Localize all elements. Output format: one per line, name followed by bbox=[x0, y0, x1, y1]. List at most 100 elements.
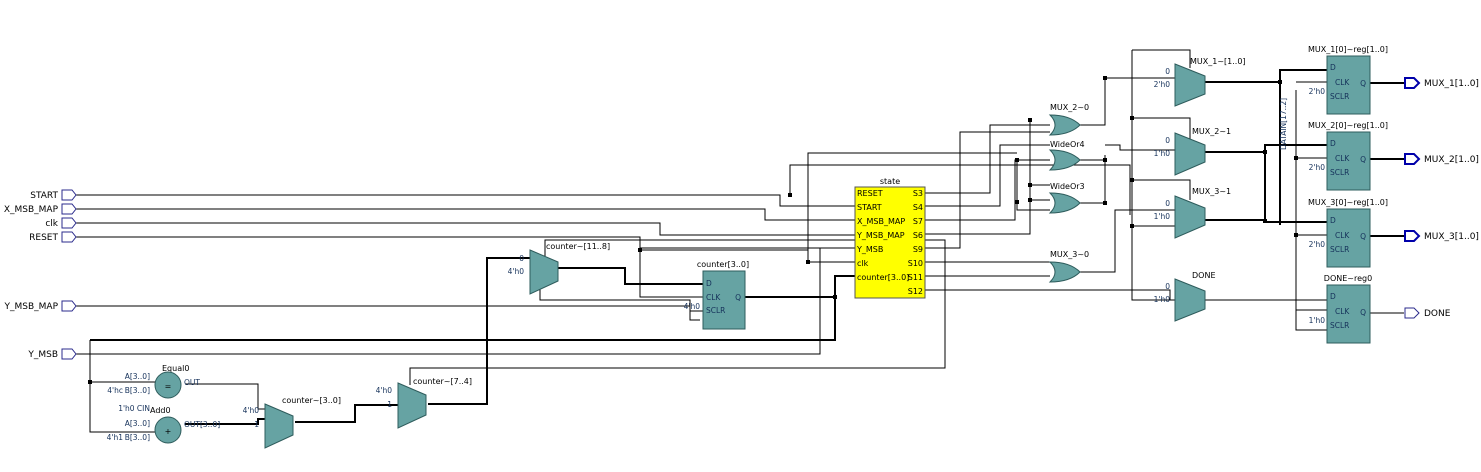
state-port-s4: S4 bbox=[913, 203, 923, 212]
equal0-out: OUT bbox=[184, 378, 200, 387]
add0-a: A[3..0] bbox=[125, 419, 150, 428]
mux2-reg-const: 2'h0 bbox=[1309, 163, 1326, 172]
output-pin-mux1[interactable]: MUX_1[1..0] bbox=[1404, 77, 1479, 89]
mux1-reg-sclr: SCLR bbox=[1330, 92, 1349, 101]
input-pin-x-msb-map[interactable]: X_MSB_MAP bbox=[4, 203, 77, 215]
mux3-in0: 0 bbox=[1165, 199, 1170, 208]
done-mux-label: DONE bbox=[1192, 271, 1216, 280]
equal0-b: B[3..0] bbox=[125, 386, 150, 395]
state-title: state bbox=[880, 177, 900, 186]
mux-3-0-const: 4'h0 bbox=[243, 406, 260, 415]
input-label-start: START bbox=[30, 191, 58, 201]
mux-counter-11-8[interactable]: counter~[11..8] 0 4'h0 bbox=[508, 242, 610, 295]
mux-counter-11-8-label: counter~[11..8] bbox=[546, 242, 610, 251]
mux2-reg-clk: CLK bbox=[1335, 154, 1350, 163]
mux-counter-7-4[interactable]: counter~[7..4] 4'h0 1 bbox=[376, 377, 472, 429]
state-machine-block[interactable]: state RESET START X_MSB_MAP Y_MSB_MAP Y_… bbox=[854, 177, 926, 299]
register-done[interactable]: DONE~reg0 D CLK SCLR Q 1'h0 bbox=[1309, 274, 1373, 344]
state-port-counter: counter[3..0] bbox=[857, 273, 909, 282]
mux-counter-3-0-label: counter~[3..0] bbox=[282, 396, 341, 405]
mux-3-0-in1: 1 bbox=[254, 420, 259, 429]
output-label-mux2: MUX_2[1..0] bbox=[1424, 155, 1479, 165]
add0-out: OUT[3..0] bbox=[184, 420, 220, 429]
mux3-const: 1'h0 bbox=[1154, 212, 1171, 221]
mux2-reg-sclr: SCLR bbox=[1330, 168, 1349, 177]
input-label-x-msb-map: X_MSB_MAP bbox=[4, 205, 59, 215]
output-pin-mux2[interactable]: MUX_2[1..0] bbox=[1404, 153, 1479, 165]
add0-symbol: + bbox=[165, 427, 172, 436]
add0-b: B[3..0] bbox=[125, 433, 150, 442]
input-pin-start[interactable]: START bbox=[30, 189, 77, 201]
mux2-mux-label: MUX_2~1 bbox=[1192, 127, 1231, 136]
junctions bbox=[88, 76, 1298, 384]
counter-reg-clk: CLK bbox=[706, 293, 721, 302]
mux-counter-3-0[interactable]: counter~[3..0] 4'h0 1 bbox=[243, 396, 341, 449]
done-reg-sclr: SCLR bbox=[1330, 321, 1349, 330]
mux1-mux-label: MUX_1~[1..0] bbox=[1190, 57, 1246, 66]
mux-done[interactable]: DONE 0 1'h0 bbox=[1154, 271, 1216, 322]
wideor3-label: WideOr3 bbox=[1050, 182, 1085, 191]
mux3-reg-d: D bbox=[1330, 216, 1336, 225]
output-label-done: DONE bbox=[1424, 309, 1451, 319]
mux1-reg-d: D bbox=[1330, 63, 1336, 72]
mux2-reg-q: Q bbox=[1360, 155, 1366, 164]
register-mux1[interactable]: MUX_1[0]~reg[1..0] D CLK SCLR Q 2'h0 bbox=[1308, 45, 1388, 115]
mux-mux3[interactable]: MUX_3~1 0 1'h0 bbox=[1154, 187, 1231, 239]
output-label-mux3: MUX_3[1..0] bbox=[1424, 232, 1479, 242]
input-label-y-msb-map: Y_MSB_MAP bbox=[4, 302, 59, 312]
input-pin-clk[interactable]: clk bbox=[45, 217, 77, 229]
done-mux-in0: 0 bbox=[1165, 282, 1170, 291]
counter-reg-sclr: SCLR bbox=[706, 306, 725, 315]
input-pin-y-msb[interactable]: Y_MSB bbox=[27, 348, 77, 360]
state-port-y-msb: Y_MSB bbox=[856, 245, 883, 254]
output-pin-done[interactable]: DONE bbox=[1404, 307, 1451, 319]
or-gate-wideor3[interactable]: WideOr3 bbox=[1048, 182, 1085, 214]
mux3-reg-sclr: SCLR bbox=[1330, 245, 1349, 254]
add0-cin: 1'h0 CIN bbox=[118, 404, 150, 413]
input-label-clk: clk bbox=[45, 219, 58, 229]
wires bbox=[76, 49, 1404, 433]
counter-reg-const: 4'h0 bbox=[684, 302, 701, 311]
register-mux2[interactable]: MUX_2[0]~reg[1..0] D CLK SCLR Q 2'h0 bbox=[1308, 121, 1388, 191]
mux-7-4-const: 4'h0 bbox=[376, 386, 393, 395]
mux1-const: 2'h0 bbox=[1154, 80, 1171, 89]
done-reg-q: Q bbox=[1360, 308, 1366, 317]
mux1-in0: 0 bbox=[1165, 67, 1170, 76]
mux-mux2[interactable]: MUX_2~1 0 1'h0 bbox=[1154, 127, 1231, 176]
mux1-reg-const: 2'h0 bbox=[1309, 87, 1326, 96]
mux-counter-7-4-label: counter~[7..4] bbox=[413, 377, 472, 386]
mux-11-8-const: 4'h0 bbox=[508, 267, 525, 276]
state-port-clk: clk bbox=[857, 259, 869, 268]
mux2-reg-label: MUX_2[0]~reg[1..0] bbox=[1308, 121, 1388, 130]
or-mux2-0-label: MUX_2~0 bbox=[1050, 103, 1089, 112]
input-label-y-msb: Y_MSB bbox=[27, 350, 58, 360]
equal0-symbol: = bbox=[165, 382, 172, 391]
mux3-reg-const: 2'h0 bbox=[1309, 240, 1326, 249]
or-gate-mux3-0[interactable]: MUX_3~0 bbox=[1048, 250, 1089, 283]
or-gate-wideor4[interactable]: WideOr4 bbox=[1048, 140, 1085, 171]
mux1-reg-clk: CLK bbox=[1335, 78, 1350, 87]
add0-const: 4'h1 bbox=[107, 433, 124, 442]
output-pin-mux3[interactable]: MUX_3[1..0] bbox=[1404, 230, 1479, 242]
done-mux-const: 1'h0 bbox=[1154, 295, 1171, 304]
done-reg-label: DONE~reg0 bbox=[1324, 274, 1372, 283]
mux3-reg-label: MUX_3[0]~reg[1..0] bbox=[1308, 198, 1388, 207]
mux2-in0: 0 bbox=[1165, 136, 1170, 145]
state-port-x-msb-map: X_MSB_MAP bbox=[857, 217, 905, 226]
add0-adder[interactable]: Add0 + 1'h0 CIN A[3..0] B[3..0] 4'h1 OUT… bbox=[107, 404, 221, 444]
datain-bus-label: DATAIN[17..2] bbox=[1279, 98, 1288, 150]
input-pin-reset[interactable]: RESET bbox=[29, 231, 77, 243]
done-reg-d: D bbox=[1330, 292, 1336, 301]
state-port-y-msb-map: Y_MSB_MAP bbox=[856, 231, 905, 240]
register-mux3[interactable]: MUX_3[0]~reg[1..0] D CLK SCLR Q 2'h0 bbox=[1308, 198, 1388, 268]
mux-mux1[interactable]: MUX_1~[1..0] 0 2'h0 bbox=[1154, 57, 1246, 107]
counter-register[interactable]: counter[3..0] D CLK SCLR Q 4'h0 bbox=[684, 260, 750, 330]
mux1-reg-label: MUX_1[0]~reg[1..0] bbox=[1308, 45, 1388, 54]
input-pin-y-msb-map[interactable]: Y_MSB_MAP bbox=[4, 300, 77, 312]
state-port-s9: S9 bbox=[913, 245, 923, 254]
or-gate-mux2-0[interactable]: MUX_2~0 bbox=[1048, 103, 1089, 136]
mux-11-8-in0: 0 bbox=[519, 254, 524, 263]
equal0-comparator[interactable]: Equal0 = A[3..0] B[3..0] 4'hc OUT bbox=[107, 364, 200, 399]
add0-label: Add0 bbox=[150, 406, 171, 415]
